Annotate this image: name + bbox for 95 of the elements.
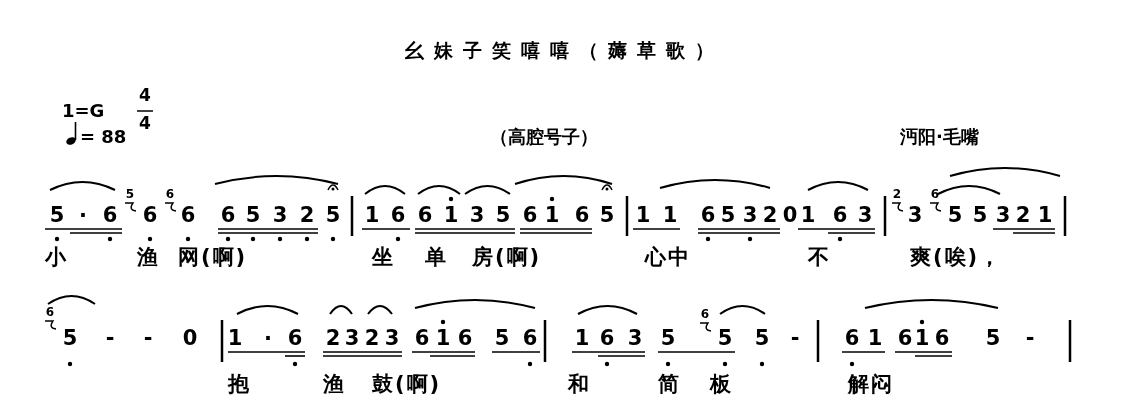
time-signature: 4 (139, 84, 151, 108)
note: 6 (897, 327, 913, 349)
grace-note: 6 (165, 188, 175, 200)
note: 1 (800, 204, 816, 226)
note: 0 (782, 204, 798, 226)
note: 5 (947, 204, 963, 226)
note: 5 (325, 204, 341, 226)
note: 6 (599, 327, 615, 349)
note: 1 (1037, 204, 1053, 226)
grace-note: 6 (700, 308, 710, 320)
note: 6 (287, 327, 303, 349)
note: 6 (457, 327, 473, 349)
note: 5 (717, 327, 733, 349)
header-text: 沔阳·毛嘴 (900, 124, 979, 149)
note: 6 (522, 204, 538, 226)
note: 5 (49, 204, 65, 226)
note: 2 (364, 327, 380, 349)
lyric: 网(啊) (178, 244, 248, 272)
note: 1 (574, 327, 590, 349)
note: - (143, 327, 153, 349)
header-text: （高腔号子） (490, 124, 598, 149)
note: - (790, 327, 800, 349)
note: 3 (995, 204, 1011, 226)
lyric: 房(啊) (472, 244, 542, 272)
note: 2 (762, 204, 778, 226)
note: · (264, 327, 272, 349)
note: 5 (599, 204, 615, 226)
note: 5 (245, 204, 261, 226)
note: - (105, 327, 115, 349)
note: 6 (574, 204, 590, 226)
title: 幺妹子笑嘻嘻（薅草歌） (403, 38, 725, 63)
note: 6 (934, 327, 950, 349)
lyric: 爽(唉)， (910, 244, 1003, 272)
note: 6 (832, 204, 848, 226)
note: 3 (742, 204, 758, 226)
note: 6 (220, 204, 236, 226)
note: 3 (857, 204, 873, 226)
note: 6 (102, 204, 118, 226)
note: 3 (627, 327, 643, 349)
note: 1 (443, 204, 459, 226)
lyric: 简 (658, 371, 681, 399)
note: 6 (142, 204, 158, 226)
note: 6 (700, 204, 716, 226)
note: 6 (844, 327, 860, 349)
note: 5 (494, 327, 510, 349)
lyric: 坐 (372, 244, 395, 272)
note: 3 (272, 204, 288, 226)
lyric: 单 (425, 244, 448, 272)
header-text: = 88 (80, 124, 127, 149)
note: 6 (417, 204, 433, 226)
note: 5 (495, 204, 511, 226)
note: 6 (414, 327, 430, 349)
note: 1 (544, 204, 560, 226)
lyric: 渔 (323, 371, 346, 399)
note: · (79, 204, 87, 226)
grace-note: 5 (125, 188, 135, 200)
note: 0 (182, 327, 198, 349)
grace-note: 6 (45, 306, 55, 318)
note: 2 (299, 204, 315, 226)
time-signature: 4 (139, 112, 151, 136)
note: 5 (754, 327, 770, 349)
note: 1 (227, 327, 243, 349)
note: 1 (914, 327, 930, 349)
header-text: 1=G (62, 98, 105, 123)
note: 3 (469, 204, 485, 226)
lyric: 不 (808, 244, 831, 272)
note: 5 (972, 204, 988, 226)
lyric: 解闷 (848, 371, 894, 399)
note: 1 (364, 204, 380, 226)
lyric: 小 (45, 244, 68, 272)
note: 2 (325, 327, 341, 349)
lyric: 和 (568, 371, 591, 399)
lyric: 抱 (228, 371, 251, 399)
note: 1 (662, 204, 678, 226)
note: 5 (62, 327, 78, 349)
note: 1 (435, 327, 451, 349)
grace-note: 2 (892, 188, 902, 200)
note: 2 (1015, 204, 1031, 226)
note: 6 (522, 327, 538, 349)
note: 5 (720, 204, 736, 226)
note: - (1025, 327, 1035, 349)
grace-note: 6 (930, 188, 940, 200)
note: 3 (384, 327, 400, 349)
lyric: 心中 (645, 244, 691, 272)
note: 1 (867, 327, 883, 349)
note: 6 (180, 204, 196, 226)
note: 5 (660, 327, 676, 349)
note: 6 (390, 204, 406, 226)
lyric: 渔 (137, 244, 160, 272)
note: 1 (635, 204, 651, 226)
note: 3 (344, 327, 360, 349)
note: 3 (907, 204, 923, 226)
lyric: 鼓(啊) (372, 371, 442, 399)
note: 5 (985, 327, 1001, 349)
lyric: 板 (710, 371, 733, 399)
